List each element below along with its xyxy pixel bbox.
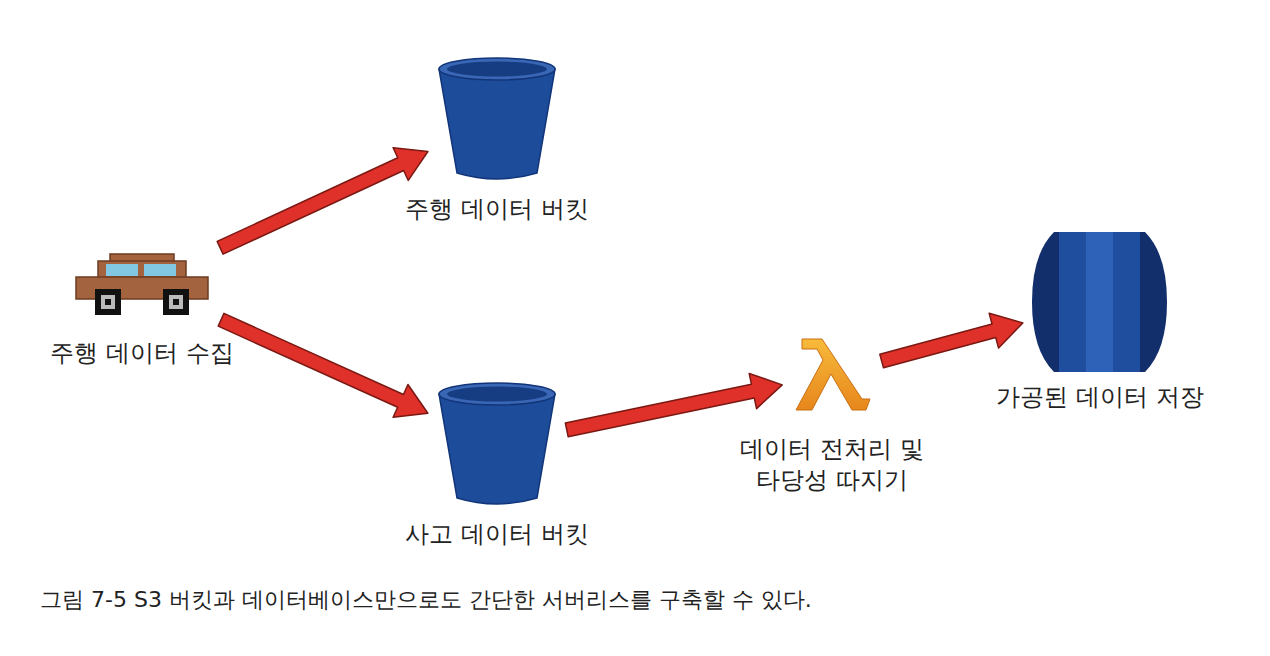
bucket-icon [437, 382, 557, 507]
car-wheel [95, 289, 121, 315]
database-stripe [1140, 232, 1167, 372]
car-cabin [98, 261, 186, 278]
car-window [106, 264, 138, 276]
car-wheel [163, 289, 189, 315]
database-node: 가공된 데이터 저장 [988, 232, 1211, 413]
lambda-function: 데이터 전처리 및 타당성 따지기 [719, 337, 945, 496]
bucket-body [439, 394, 555, 504]
database-stripe [1032, 232, 1060, 372]
arrow-connector [217, 148, 428, 254]
node-label: 주행 데이터 수집 [50, 338, 233, 369]
bucket-icon [437, 57, 557, 182]
car-window [144, 264, 176, 276]
bucket-rim [439, 58, 555, 80]
figure-caption: 그림 7-5 S3 버킷과 데이터베이스만으로도 간단한 서버리스를 구축할 수… [40, 586, 812, 615]
car-axle [105, 299, 111, 305]
node-label: 가공된 데이터 저장 [996, 382, 1203, 413]
node-label: 사고 데이터 버킷 [405, 519, 588, 550]
node-label: 주행 데이터 버킷 [405, 194, 588, 225]
arrow-connector [565, 373, 782, 436]
db-icon [1032, 232, 1167, 372]
bucket-opening [447, 62, 547, 77]
node-label: 데이터 전처리 및 타당성 따지기 [727, 434, 937, 496]
arrow-connector [880, 313, 1023, 367]
car-icon [72, 252, 212, 316]
bucket-rim [439, 383, 555, 405]
database-stripe [1086, 232, 1114, 372]
lambda-icon [792, 337, 872, 412]
car-hub [101, 295, 115, 309]
car-axle [173, 299, 179, 305]
car-hub [169, 295, 183, 309]
database-stripe [1059, 232, 1087, 372]
bucket-opening [447, 387, 547, 402]
bucket-node: 주행 데이터 버킷 [397, 57, 596, 225]
car-node: 주행 데이터 수집 [42, 252, 241, 369]
database-stripe [1113, 232, 1141, 372]
bucket-body [439, 69, 555, 179]
bucket-node: 사고 데이터 버킷 [397, 382, 596, 550]
arrow-connector [218, 313, 428, 417]
lambda-symbol [796, 339, 870, 410]
